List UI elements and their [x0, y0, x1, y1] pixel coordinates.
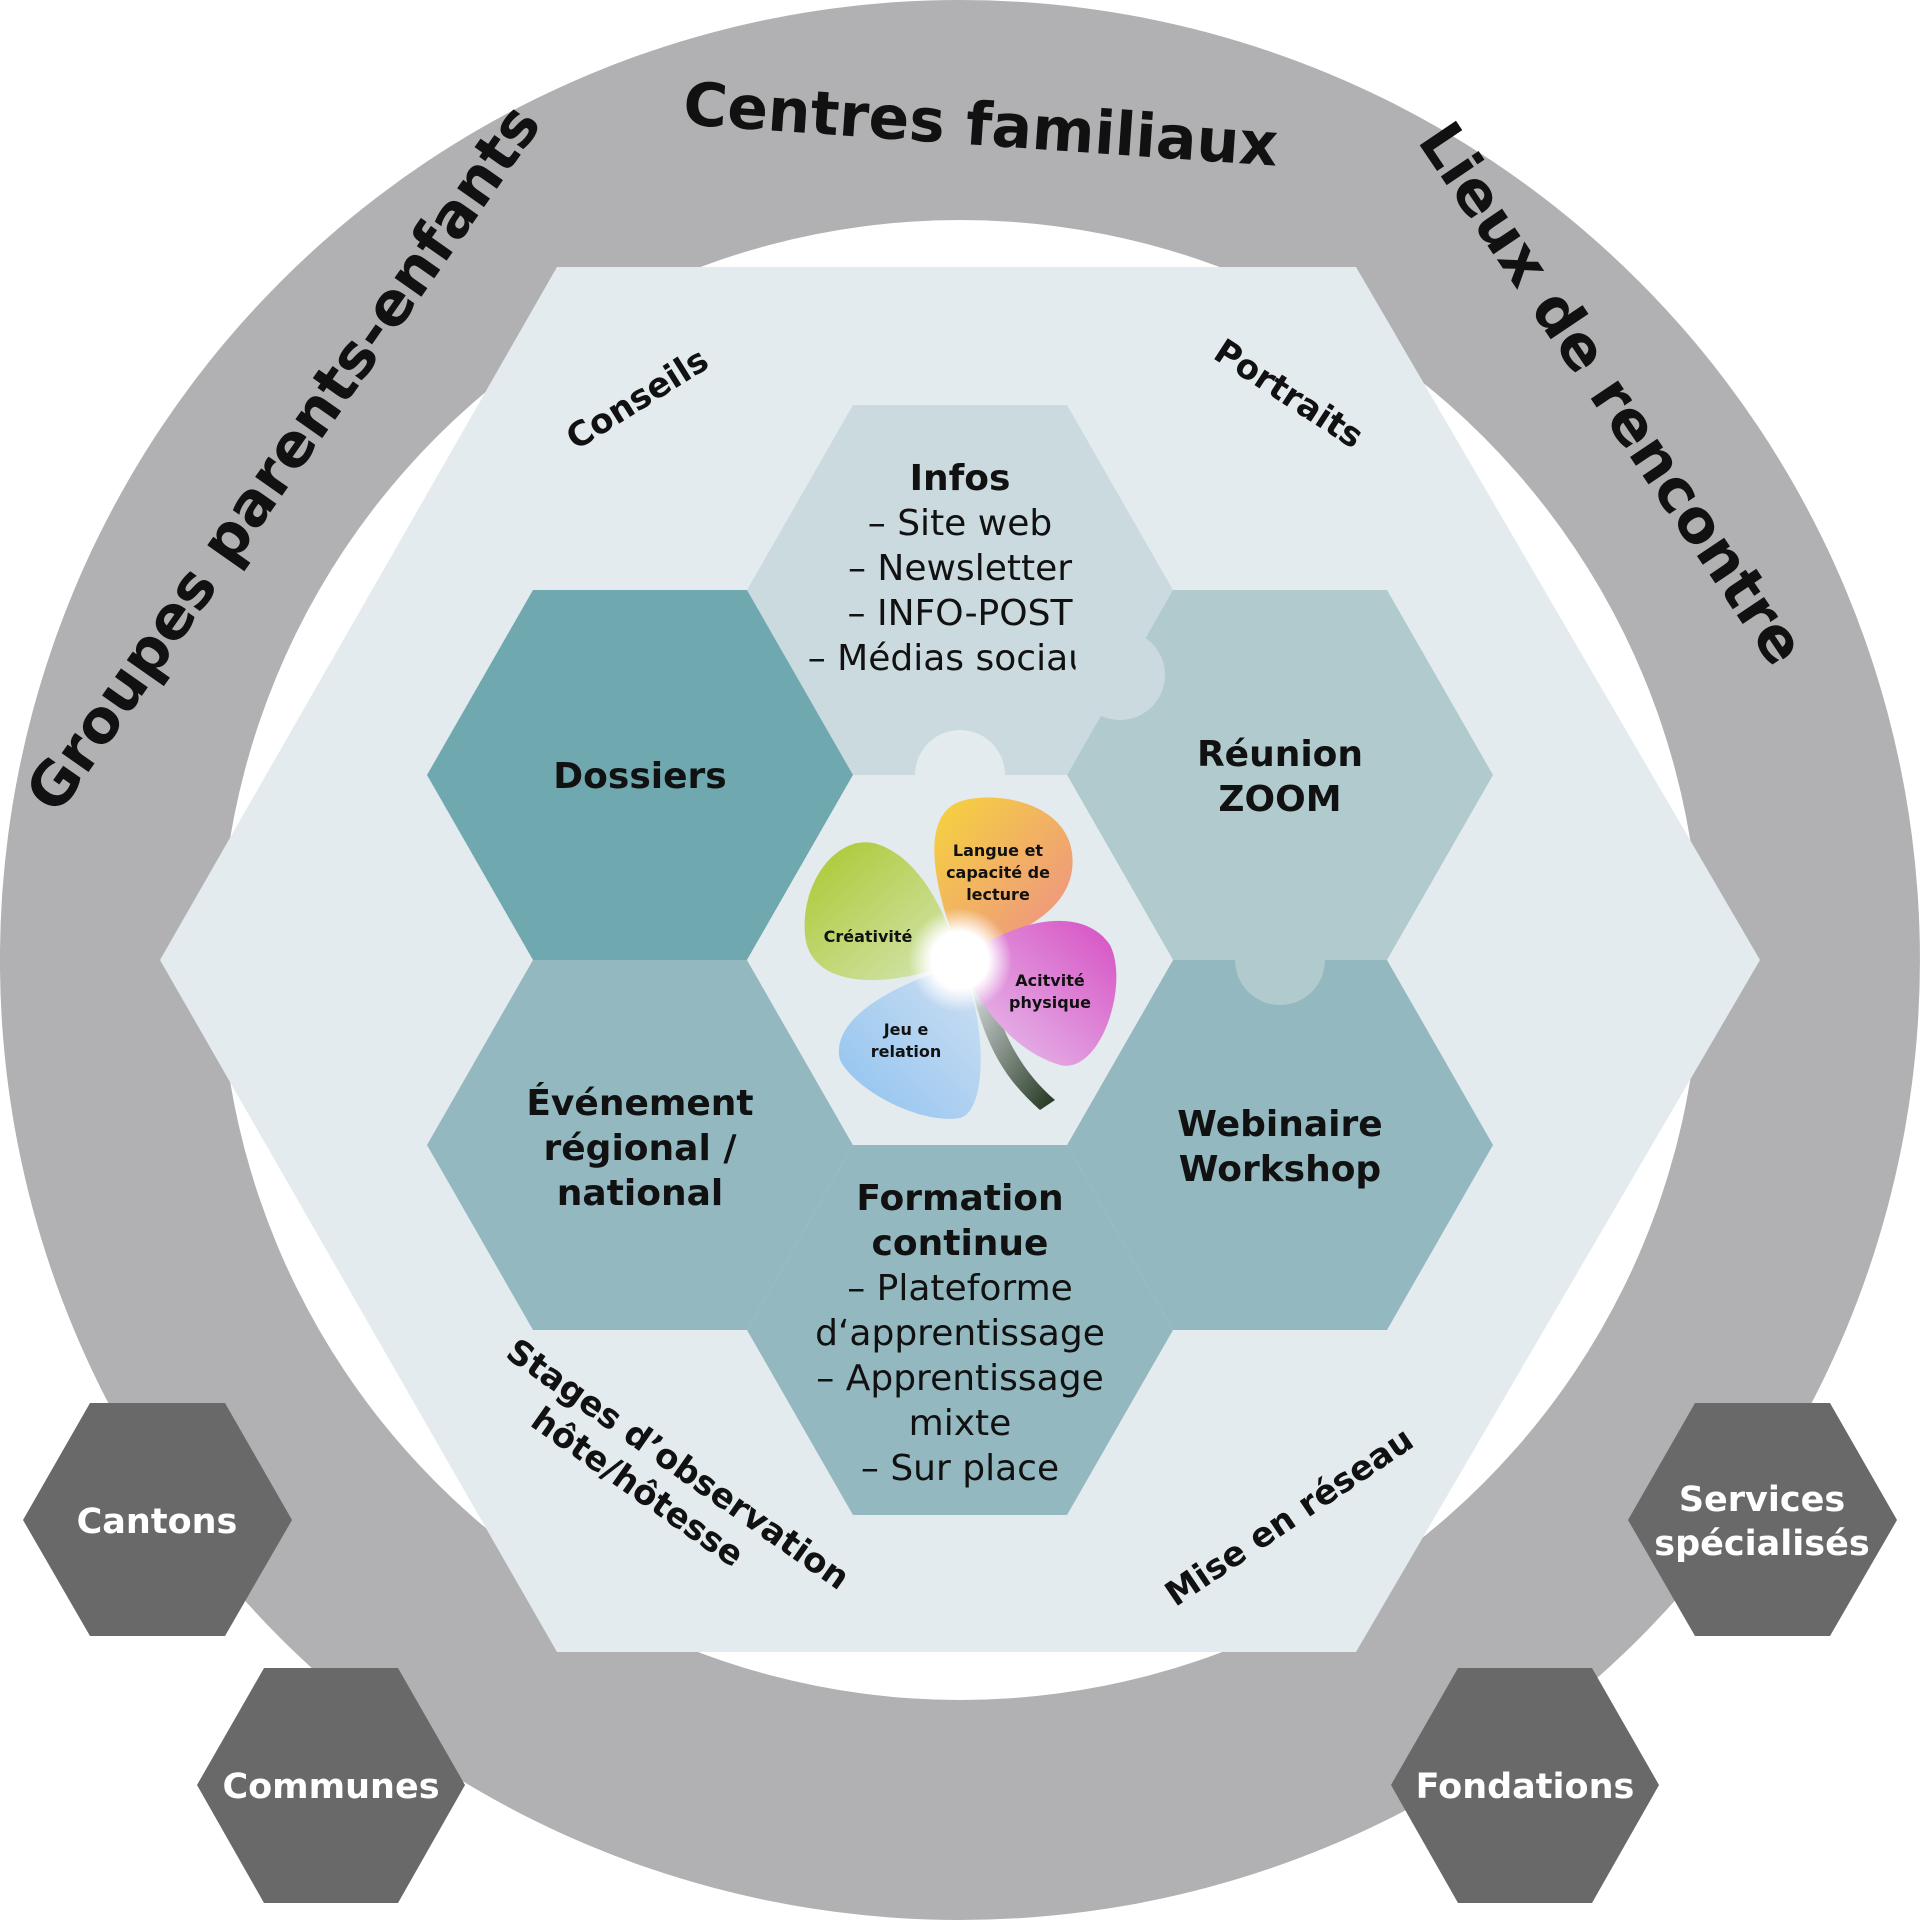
hex-evenement-title-line2: régional /	[544, 1128, 738, 1169]
hex-reunion-cutout	[1075, 630, 1165, 720]
clover-label-langue-line2: capacité de	[946, 863, 1050, 882]
external-cantons-label: Cantons	[77, 1502, 238, 1542]
external-cantons-shape	[23, 1403, 292, 1636]
external-fondations: Fondations	[1391, 1668, 1659, 1903]
hex-evenement: Événement régional / national	[427, 960, 853, 1330]
clover-center-glow	[908, 908, 1012, 1012]
hex-formation-title-line2: continue	[872, 1223, 1049, 1264]
external-communes-label: Communes	[222, 1767, 439, 1807]
hex-infos-item: – Newsletter	[848, 548, 1072, 589]
hex-evenement-title-line1: Événement	[526, 1082, 753, 1124]
hex-infos-item: – INFO-POST	[848, 593, 1074, 634]
hex-webinaire-title-line2: Workshop	[1179, 1149, 1381, 1190]
external-fondations-shape	[1391, 1668, 1659, 1903]
clover-label-activite-line1: Acitvité	[1015, 971, 1085, 990]
clover-label-activite-line2: physique	[1009, 993, 1091, 1012]
hex-evenement-title-line3: national	[557, 1173, 723, 1214]
hex-formation-item: – Apprentissage	[816, 1358, 1103, 1399]
clover-label-langue-line3: lecture	[966, 885, 1030, 904]
hex-webinaire: Webinaire Workshop	[1067, 960, 1493, 1330]
external-communes-shape	[197, 1668, 465, 1903]
hex-webinaire-shape	[1067, 960, 1493, 1330]
hex-dossiers: Dossiers	[427, 590, 853, 960]
hex-reunion-knob	[1235, 915, 1325, 1005]
external-services: Services spécialisés	[1628, 1403, 1897, 1636]
hex-formation-item: d‘apprentissage	[815, 1313, 1105, 1354]
hex-webinaire-title-line1: Webinaire	[1177, 1104, 1382, 1145]
hex-dossiers-title: Dossiers	[553, 756, 726, 797]
hex-reunion-title-line1: Réunion	[1197, 734, 1363, 775]
clover-logo: Langue et capacité de lecture Créativité…	[804, 797, 1117, 1119]
hex-dossiers-shape	[427, 590, 853, 960]
hex-evenement-shape	[427, 960, 853, 1330]
hex-formation-shape	[747, 1145, 1173, 1515]
external-cantons: Cantons	[23, 1403, 292, 1636]
hex-infos-item: – Site web	[868, 503, 1052, 544]
external-services-label-line1: Services	[1679, 1480, 1845, 1520]
hex-infos-item: – Médias sociaux	[808, 638, 1113, 679]
hex-reunion-shape	[1067, 590, 1493, 960]
external-fondations-label: Fondations	[1416, 1767, 1635, 1807]
hex-formation-title-line1: Formation	[856, 1178, 1063, 1219]
clover-label-creativite: Créativité	[824, 927, 913, 946]
hex-infos-shape	[747, 405, 1173, 775]
clover-label-jeu-line2: relation	[871, 1042, 942, 1061]
external-services-label-line2: spécialisés	[1654, 1524, 1869, 1564]
hex-infos-title: Infos	[910, 458, 1011, 499]
hex-infos-bottom-knob	[915, 730, 1005, 820]
clover-label-jeu-line1: Jeu e	[883, 1020, 929, 1039]
hex-formation-item: – Sur place	[861, 1448, 1059, 1489]
clover-label-langue-line1: Langue et	[953, 841, 1044, 860]
external-services-shape	[1628, 1403, 1897, 1636]
hex-formation: Formation continue – Plateforme d‘appren…	[747, 1145, 1173, 1515]
hex-reunion-title-line2: ZOOM	[1218, 779, 1341, 820]
hex-formation-item: – Plateforme	[847, 1268, 1073, 1309]
hex-formation-item: mixte	[909, 1403, 1012, 1444]
external-communes: Communes	[197, 1668, 465, 1903]
hex-reunion: Réunion ZOOM	[1067, 590, 1493, 960]
